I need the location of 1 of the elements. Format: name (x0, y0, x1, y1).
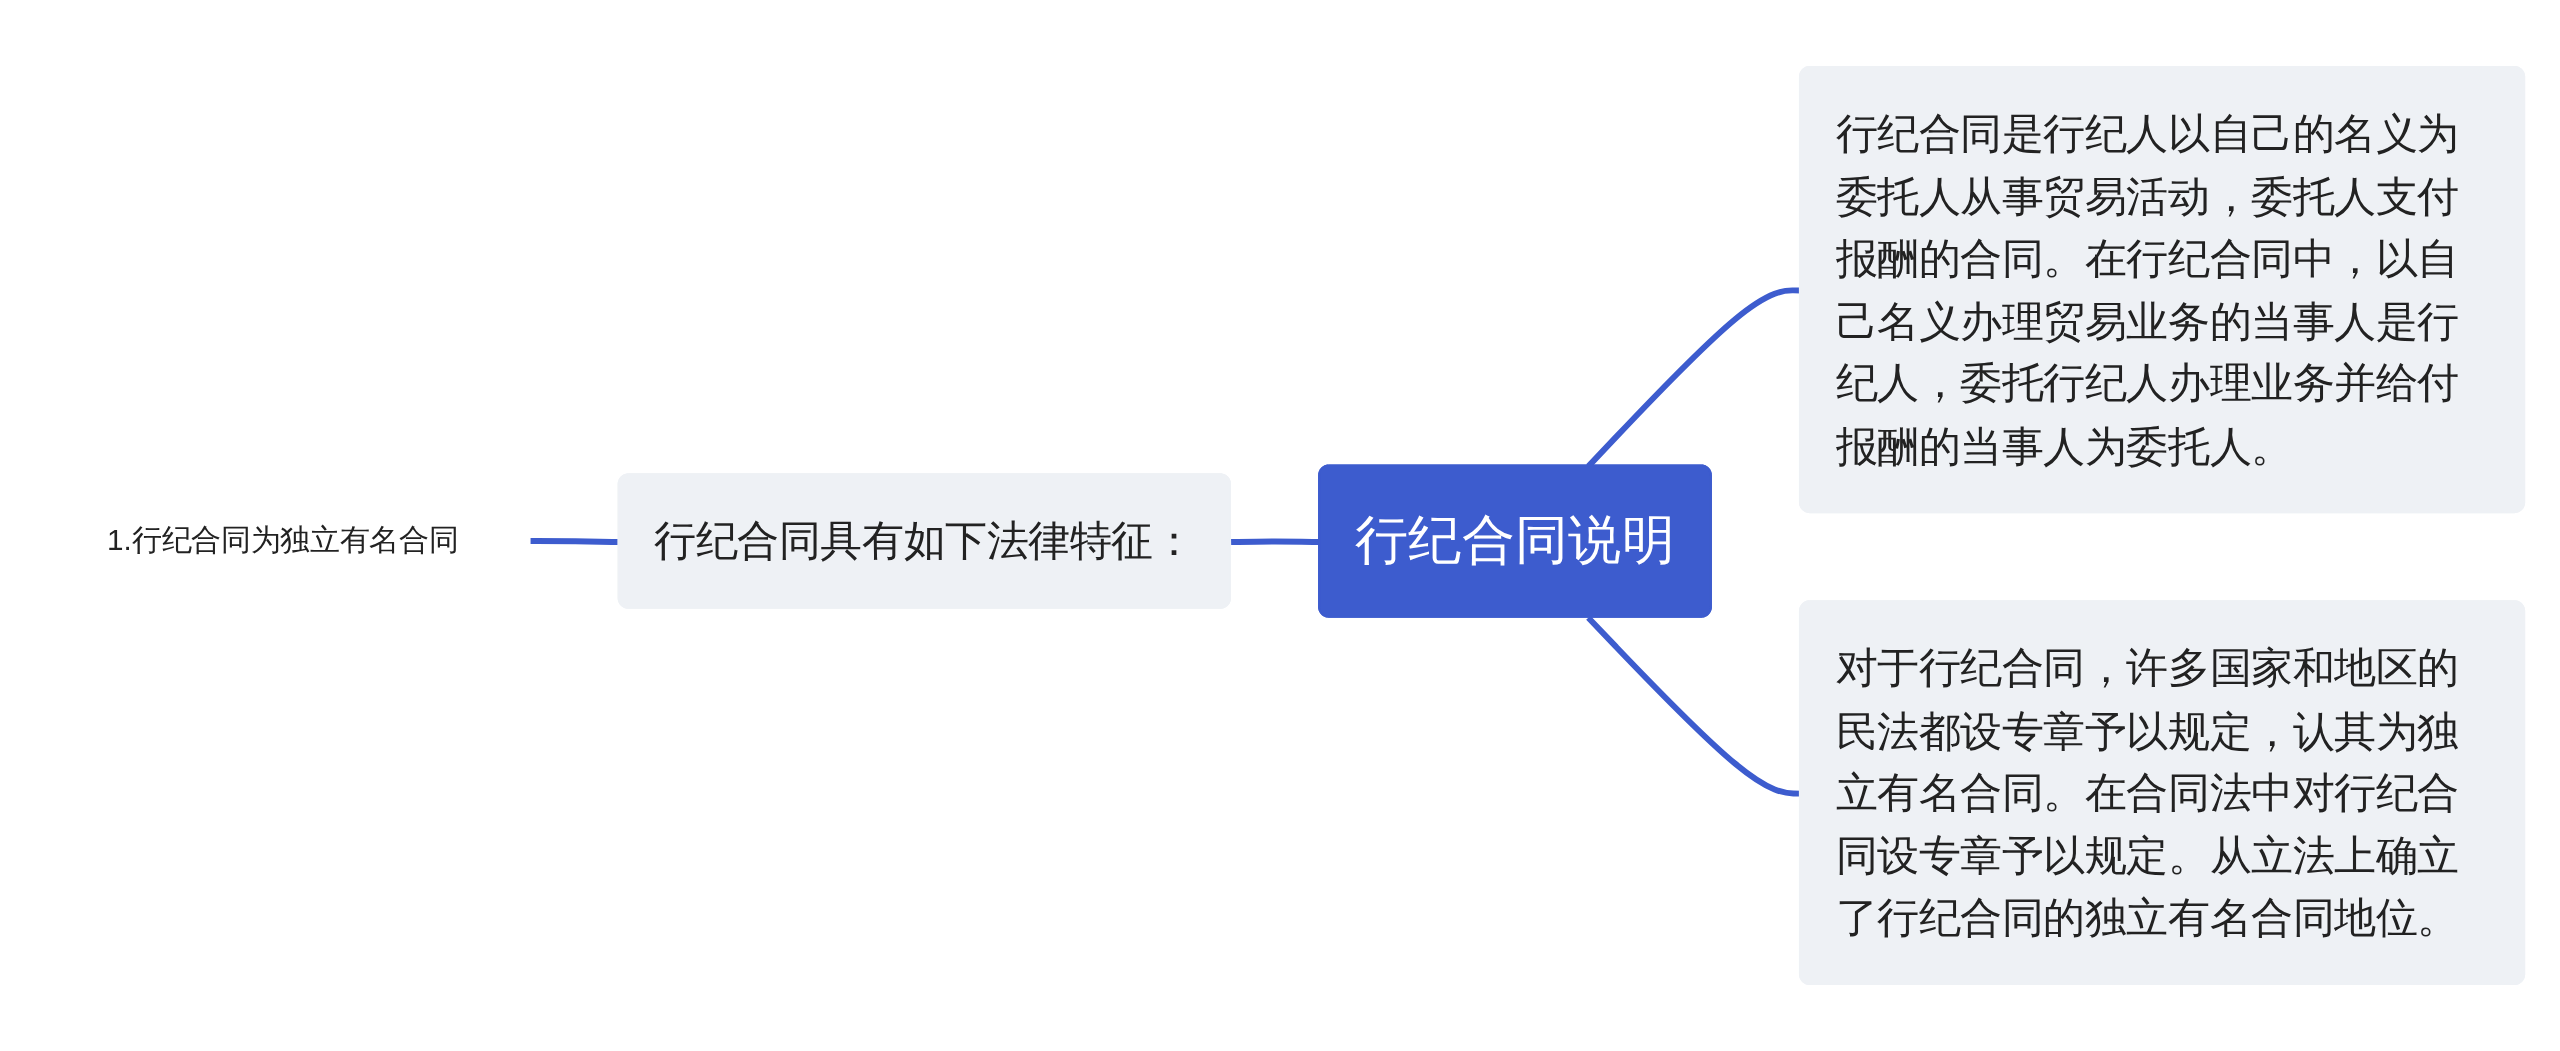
node-text: 1.行纪合同为独立有名合同 (107, 522, 459, 557)
